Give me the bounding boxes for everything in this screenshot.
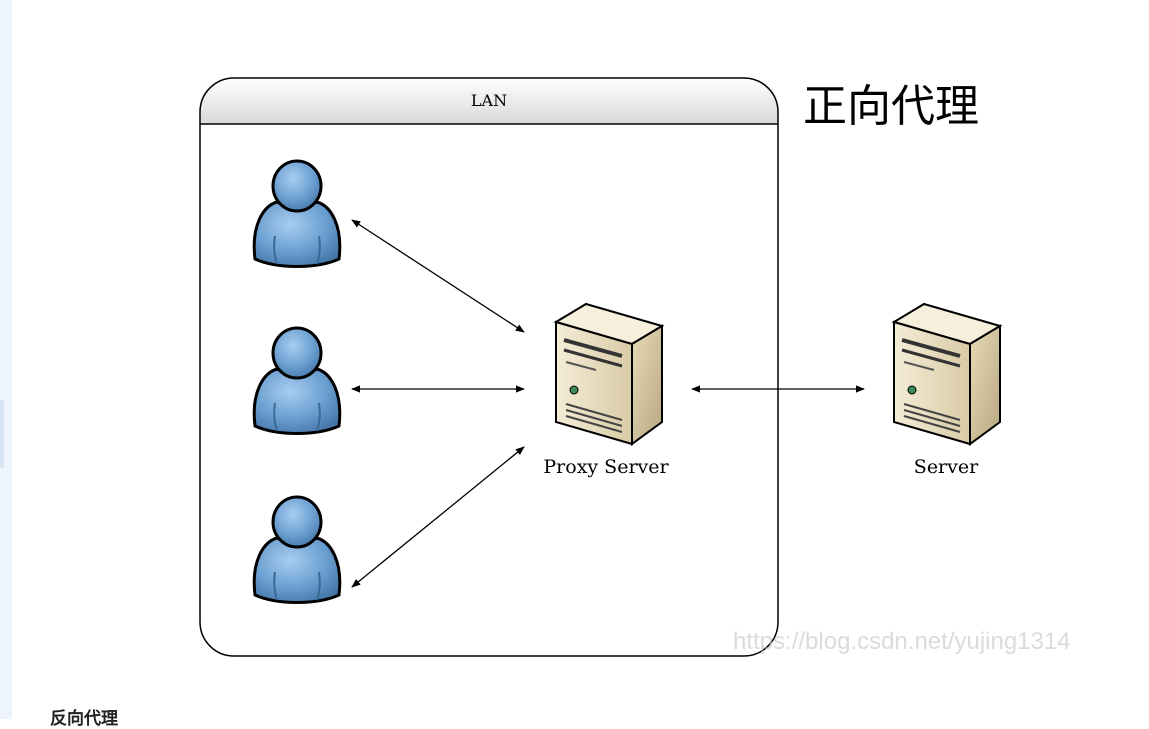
client-user-1	[252, 159, 342, 268]
proxy-server-label: Proxy Server	[543, 456, 669, 478]
remote-server	[892, 302, 1002, 446]
scroll-marker	[0, 400, 4, 468]
user-icon	[252, 159, 342, 268]
proxy-server	[554, 302, 664, 446]
lan-container	[199, 77, 779, 657]
diagram-title: 正向代理	[803, 81, 979, 132]
page-left-strip	[0, 0, 12, 719]
arrow-user1-proxy	[351, 219, 525, 333]
client-user-2	[252, 326, 342, 435]
server-tower-icon	[892, 302, 1002, 446]
section-heading-next: 反向代理	[50, 709, 118, 729]
user-icon	[252, 326, 342, 435]
client-user-3	[252, 495, 342, 604]
user-icon	[252, 495, 342, 604]
watermark: https://blog.csdn.net/yujing1314	[733, 628, 1071, 655]
lan-label: LAN	[471, 91, 507, 110]
server-label: Server	[914, 456, 979, 478]
arrow-user3-proxy	[351, 446, 525, 588]
server-tower-icon	[554, 302, 664, 446]
